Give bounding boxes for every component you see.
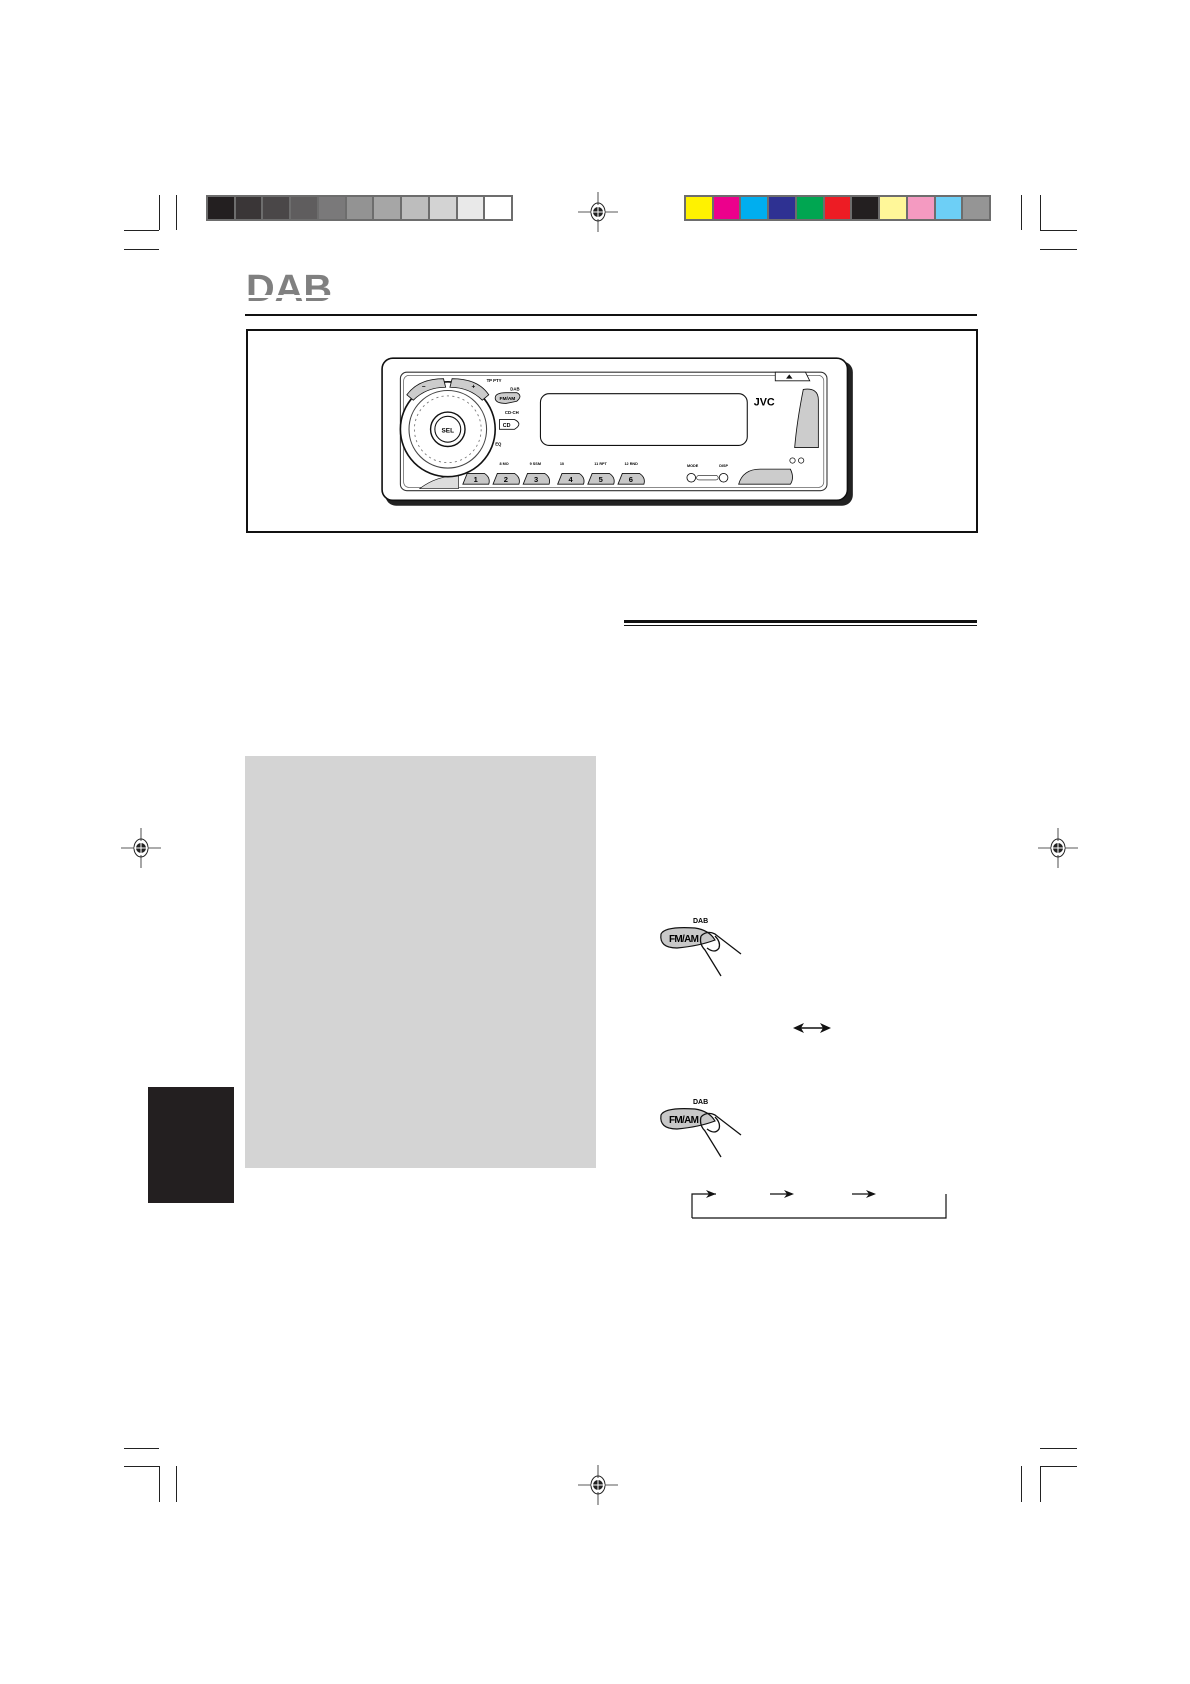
preset-number: 6 — [629, 475, 633, 484]
press-fmam-button-illustration: DAB FM/AM — [660, 918, 742, 977]
arrow-right-icon — [784, 1190, 794, 1198]
color-bar — [684, 195, 991, 221]
color-swatch — [457, 197, 484, 219]
disp-label: DISP — [719, 464, 728, 468]
color-swatch — [824, 197, 851, 219]
color-swatch — [429, 197, 456, 219]
section-rule — [624, 620, 977, 623]
plus-label: + — [471, 383, 475, 390]
crop-mark — [124, 1466, 159, 1467]
color-swatch — [769, 197, 795, 219]
preset-button — [522, 473, 551, 485]
registration-crosshair-icon — [578, 192, 618, 232]
color-swatch — [208, 197, 234, 219]
dab-label: DAB — [693, 1099, 708, 1106]
color-swatch — [963, 197, 990, 219]
color-swatch — [235, 197, 262, 219]
fmam-button-label: FM/AM — [669, 1115, 699, 1126]
color-swatch — [852, 197, 879, 219]
language-side-tab — [148, 1087, 234, 1203]
color-swatch — [741, 197, 768, 219]
preset-function-label: 10 — [560, 462, 564, 466]
cycle-flow-diagram — [691, 1190, 947, 1219]
crop-mark — [159, 195, 160, 230]
preset-function-label: 12 RND — [624, 462, 638, 466]
color-swatch — [318, 197, 345, 219]
preset-button — [617, 473, 645, 485]
preset-function-label: 8 MO — [500, 462, 509, 466]
dab-label: DAB — [693, 918, 708, 925]
color-swatch — [374, 197, 401, 219]
mode-label: MODE — [687, 464, 699, 468]
color-swatch — [402, 197, 428, 219]
preset-function-label: 11 RPT — [594, 462, 607, 466]
crop-mark — [1040, 1466, 1077, 1467]
press-fmam-button-illustration: DAB FM/AM — [660, 1099, 742, 1158]
preset-number: 2 — [504, 475, 508, 484]
preset-button — [462, 473, 490, 485]
tp-pty-label: TP PTY — [487, 378, 502, 383]
color-swatch — [907, 197, 934, 219]
color-swatch — [686, 197, 712, 219]
sel-label: SEL — [442, 428, 455, 435]
registration-crosshair-icon — [578, 1465, 618, 1505]
header-rule — [245, 314, 977, 316]
color-swatch — [346, 197, 373, 219]
cdch-label: CD-CH — [505, 410, 519, 415]
fmam-button-label: FM/AM — [669, 934, 699, 945]
preset-button — [557, 473, 585, 485]
crop-mark — [1040, 1466, 1041, 1502]
crop-mark — [1021, 1466, 1022, 1502]
jvc-logo: JVC — [754, 397, 775, 409]
crop-mark — [159, 1466, 160, 1502]
arrow-right-icon — [706, 1190, 716, 1198]
faceplate-illustration-frame — [246, 329, 978, 533]
arrow-right-icon — [866, 1190, 876, 1198]
color-swatch — [713, 197, 740, 219]
color-swatch — [935, 197, 962, 219]
preset-number: 3 — [534, 475, 538, 484]
gray-note-box — [245, 756, 596, 1168]
color-swatch — [485, 197, 512, 219]
fmam-button-label: FM/AM — [500, 396, 516, 402]
crop-mark — [1040, 230, 1077, 231]
preset-number: 4 — [568, 475, 573, 484]
preset-button — [587, 473, 615, 485]
crop-mark — [124, 1448, 159, 1449]
registration-crosshair-icon — [1038, 828, 1078, 868]
preset-button — [492, 473, 520, 485]
svg-text:DAB: DAB — [246, 271, 332, 305]
car-receiver-faceplate: SEL − + TP PTY DAB FM/AM CD-CH CD EQ JVC… — [381, 357, 853, 506]
crop-mark — [176, 195, 177, 230]
preset-function-label: 9 SSM — [530, 462, 541, 466]
grayscale-bar — [206, 195, 513, 221]
dab-label: DAB — [510, 386, 519, 391]
preset-number: 1 — [474, 475, 478, 484]
crop-mark — [124, 230, 159, 231]
crop-mark — [1040, 1448, 1077, 1449]
color-swatch — [796, 197, 823, 219]
color-swatch — [880, 197, 906, 219]
crop-mark — [1040, 195, 1041, 230]
cd-button-label: CD — [503, 423, 511, 429]
section-rule — [624, 625, 977, 626]
double-arrow-icon — [793, 1023, 831, 1033]
crop-mark — [176, 1466, 177, 1502]
crop-mark — [1021, 195, 1022, 230]
registration-crosshair-icon — [121, 828, 161, 868]
minus-label: − — [422, 383, 426, 390]
eq-label: EQ — [495, 441, 502, 446]
dab-logo: DAB — [246, 271, 332, 305]
crop-mark — [124, 249, 159, 250]
crop-mark — [1040, 249, 1077, 250]
color-swatch — [291, 197, 317, 219]
eject-icon — [786, 374, 793, 379]
color-swatch — [263, 197, 290, 219]
preset-number: 5 — [599, 475, 603, 484]
